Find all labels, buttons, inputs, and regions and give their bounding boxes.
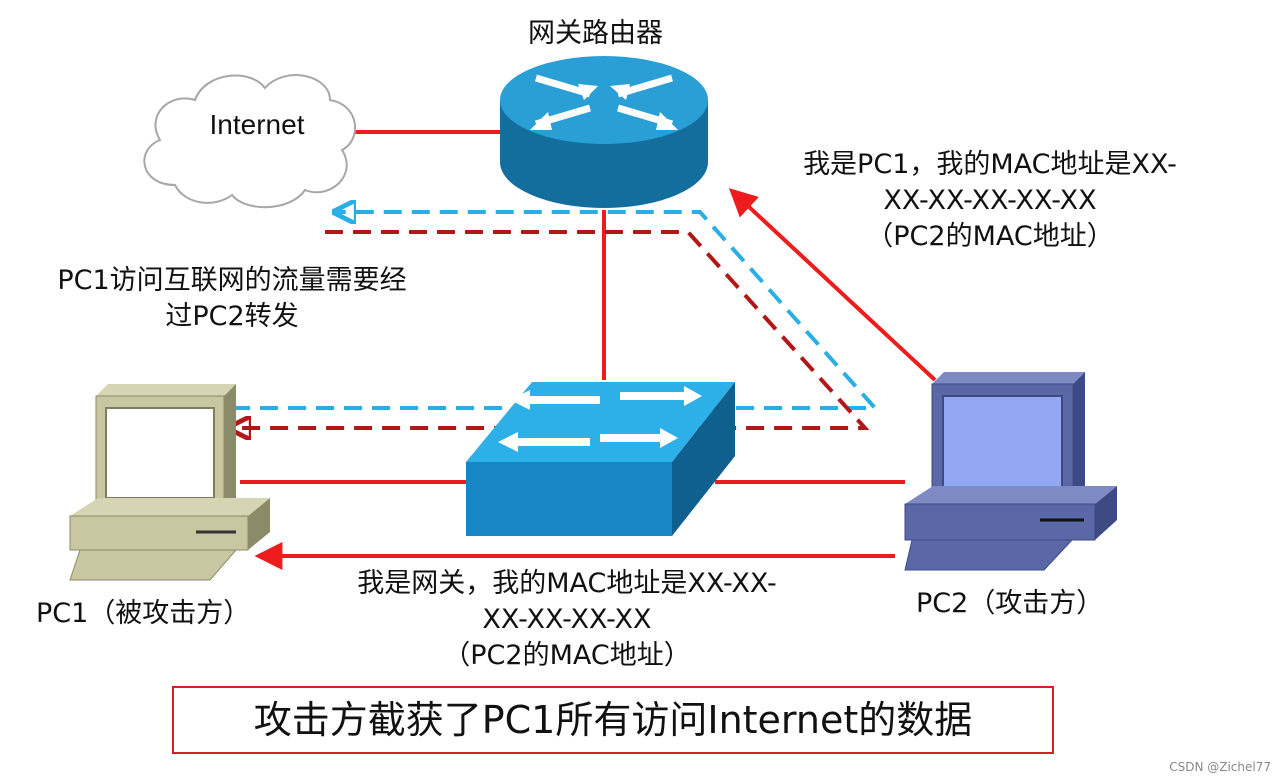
arp-to-router-line-2: XX-XX-XX-XX-XX	[883, 185, 1097, 216]
pc2-label: PC2（攻击方）	[916, 588, 1104, 619]
darkred-flow-path	[232, 230, 870, 428]
arp-to-router-line-1: 我是PC1，我的MAC地址是XX-	[803, 149, 1177, 180]
arp-to-router-line-3: （PC2的MAC地址）	[866, 221, 1114, 252]
internet-cloud-icon	[143, 74, 357, 209]
pc1-computer-icon	[69, 384, 270, 581]
switch-icon	[466, 382, 735, 536]
pc1-label: PC1（被攻击方）	[36, 598, 251, 629]
arp-to-router-arrow	[728, 188, 937, 382]
arp-to-router-label: 我是PC1，我的MAC地址是XX- XX-XX-XX-XX-XX （PC2的MA…	[770, 147, 1210, 255]
traffic-note-line-2: 过PC2转发	[165, 301, 299, 332]
watermark: CSDN @Zichel77	[1169, 760, 1271, 774]
router-label: 网关路由器	[528, 18, 663, 49]
arp-to-pc1-line-2: XX-XX-XX-XX	[482, 604, 652, 635]
physical-links	[240, 130, 905, 484]
traffic-note: PC1访问互联网的流量需要经 过PC2转发	[32, 263, 432, 335]
arp-to-pc1-line-3: （PC2的MAC地址）	[443, 640, 691, 671]
conclusion-box: 攻击方截获了PC1所有访问Internet的数据	[172, 686, 1054, 754]
arp-to-pc1-line-1: 我是网关，我的MAC地址是XX-XX-	[357, 568, 777, 599]
traffic-note-line-1: PC1访问互联网的流量需要经	[57, 265, 407, 296]
internet-label: Internet	[210, 109, 305, 140]
arp-to-pc1-label: 我是网关，我的MAC地址是XX-XX- XX-XX-XX-XX （PC2的MAC…	[322, 566, 812, 674]
router-icon	[500, 56, 708, 208]
pc2-computer-icon	[904, 372, 1117, 571]
